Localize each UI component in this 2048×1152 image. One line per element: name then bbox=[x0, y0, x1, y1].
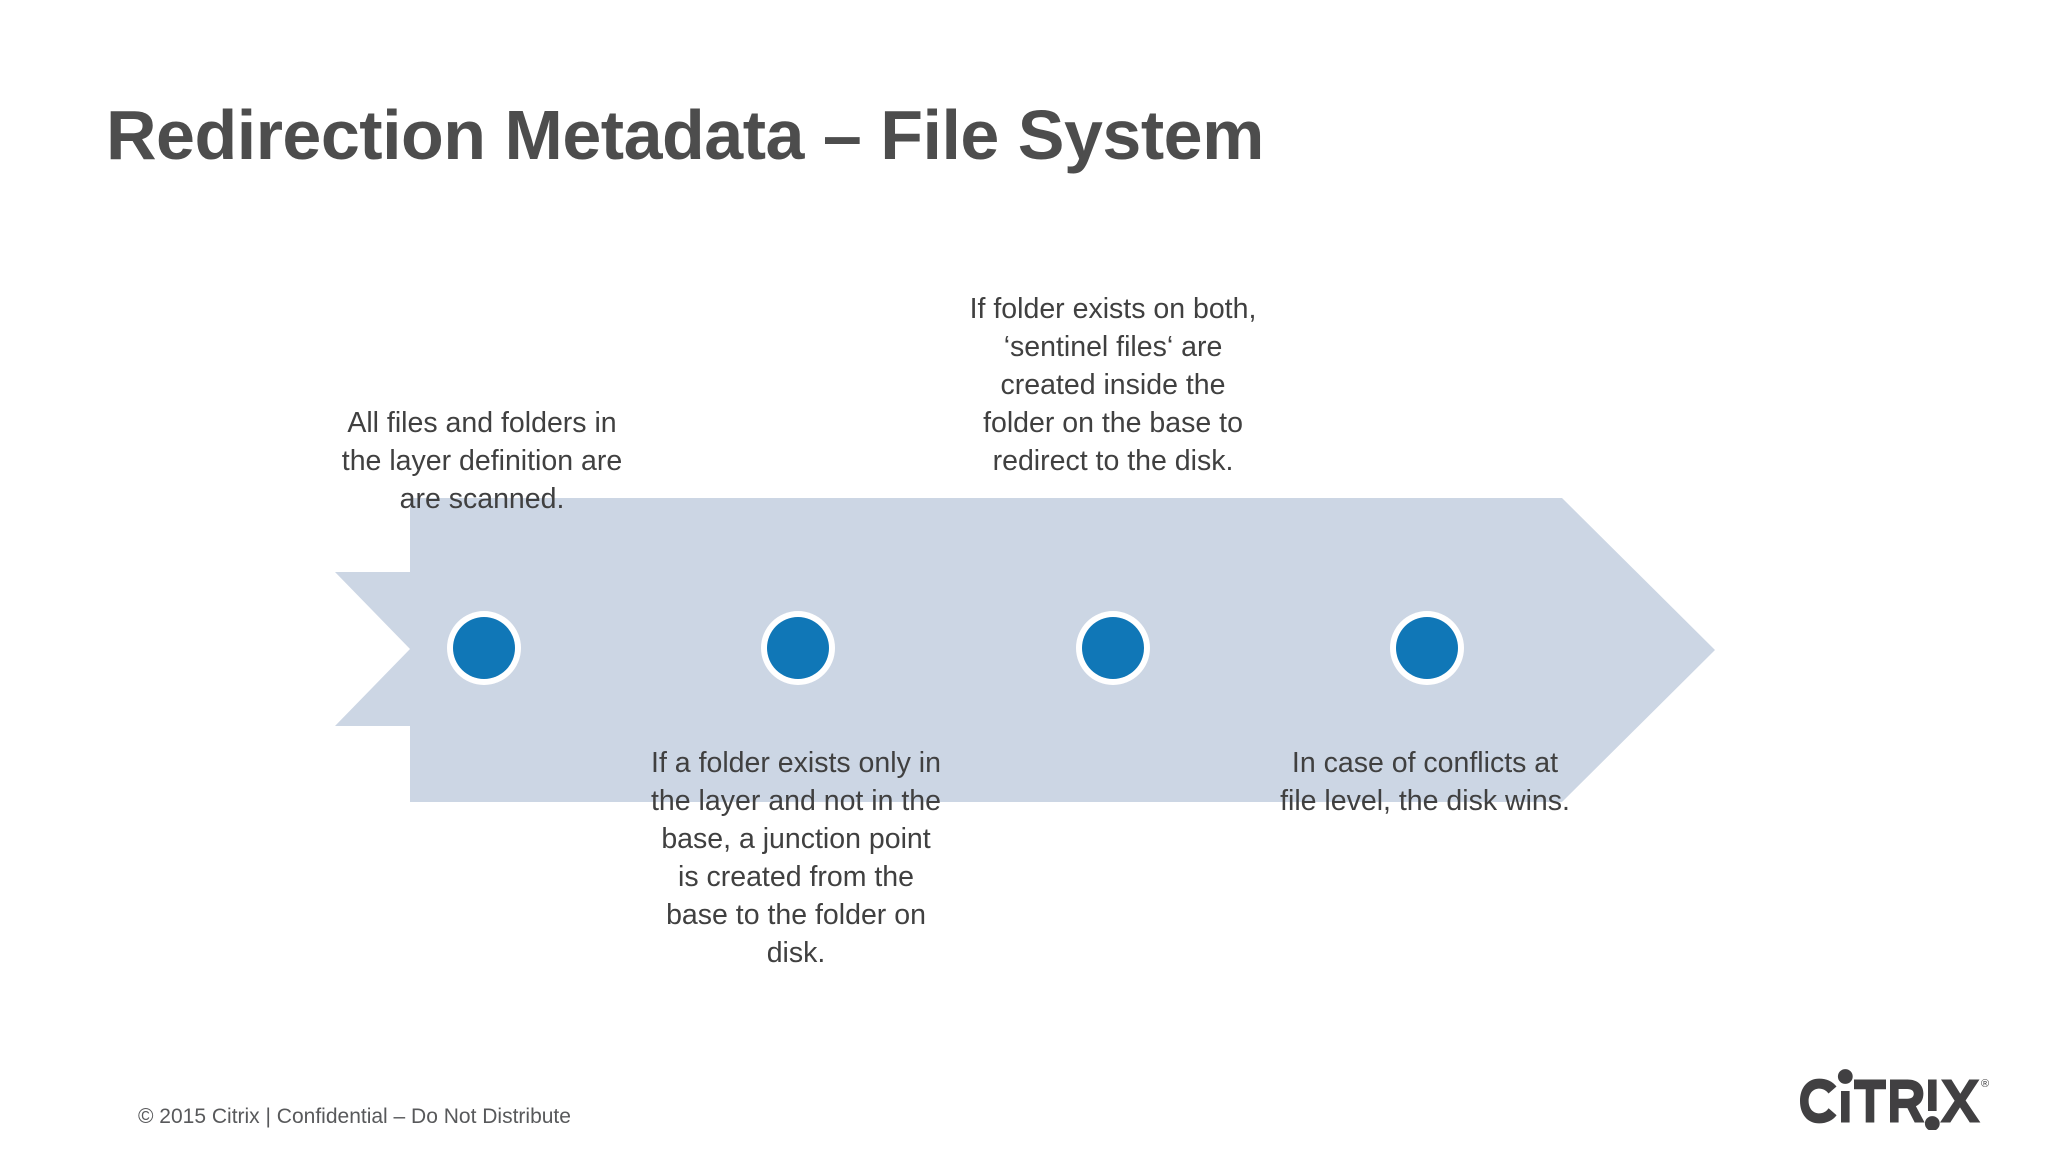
logo-letter-t bbox=[1854, 1079, 1886, 1123]
logo-letter-i bbox=[1841, 1091, 1850, 1123]
footer-confidentiality-note: © 2015 Citrix | Confidential – Do Not Di… bbox=[138, 1105, 571, 1128]
milestone-marker-4[interactable] bbox=[1390, 611, 1464, 685]
citrix-logo: ® bbox=[1800, 1062, 1990, 1130]
logo-i-dot bbox=[1837, 1069, 1853, 1084]
arrow-polygon bbox=[335, 498, 1715, 802]
milestone-dot bbox=[1082, 617, 1144, 679]
logo-i2-dot bbox=[1924, 1116, 1940, 1130]
milestone-marker-1[interactable] bbox=[447, 611, 521, 685]
logo-letter-c bbox=[1800, 1078, 1837, 1124]
step-caption-3: If folder exists on both, ‘sentinel file… bbox=[969, 293, 1257, 477]
logo-letter-r bbox=[1890, 1079, 1925, 1123]
step-caption-1: All files and folders in the layer defin… bbox=[341, 407, 623, 515]
page-title: Redirection Metadata – File System bbox=[106, 96, 1264, 174]
step-caption-2: If a folder exists only in the layer and… bbox=[651, 747, 941, 969]
logo-letter-i2 bbox=[1928, 1079, 1937, 1111]
milestone-dot bbox=[453, 617, 515, 679]
logo-trademark-symbol: ® bbox=[1981, 1078, 1989, 1090]
step-caption-4: In case of conflicts at file level, the … bbox=[1280, 747, 1570, 817]
process-arrow-shape bbox=[330, 490, 1720, 810]
milestone-marker-3[interactable] bbox=[1076, 611, 1150, 685]
milestone-dot bbox=[767, 617, 829, 679]
milestone-dot bbox=[1396, 617, 1458, 679]
milestone-marker-2[interactable] bbox=[761, 611, 835, 685]
logo-letter-x bbox=[1940, 1079, 1981, 1123]
